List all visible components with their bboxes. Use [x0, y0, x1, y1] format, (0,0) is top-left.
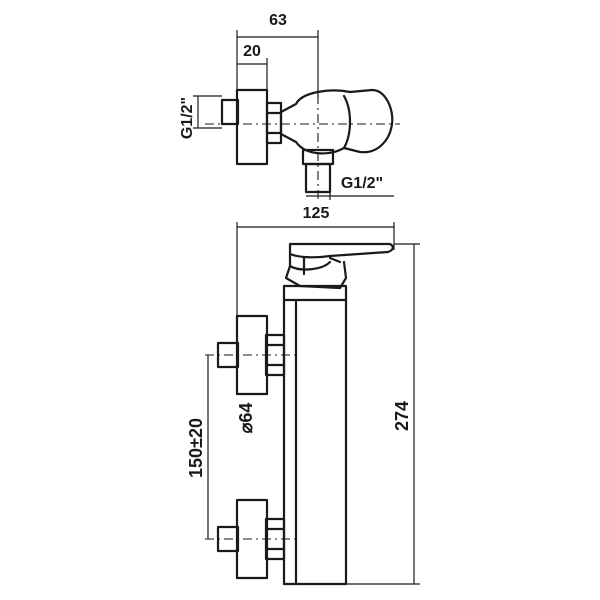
dim-20-label: 20: [243, 43, 261, 60]
lever-handle: [288, 242, 394, 259]
mixer-body: [282, 284, 348, 586]
dim-outlet-label: G1/2": [341, 175, 383, 192]
valve-body-top: [279, 88, 394, 155]
dim-inlet-label: G1/2": [179, 97, 196, 139]
dim-125-label: 125: [303, 205, 330, 222]
dim-diameter-label: ⌀64: [236, 403, 256, 434]
wall-flange-top: [235, 88, 269, 166]
inlet-stub: [220, 98, 240, 126]
front-view: 125 274 150±20 ⌀64: [186, 205, 420, 586]
top-view: 63 20 G1/2" G1/2": [179, 12, 400, 200]
cartridge-cap: [284, 260, 348, 290]
dim-63-label: 63: [269, 12, 287, 29]
dim-spacing-label: 150±20: [186, 418, 206, 478]
dim-274-label: 274: [392, 401, 412, 431]
nut-top: [265, 101, 283, 145]
